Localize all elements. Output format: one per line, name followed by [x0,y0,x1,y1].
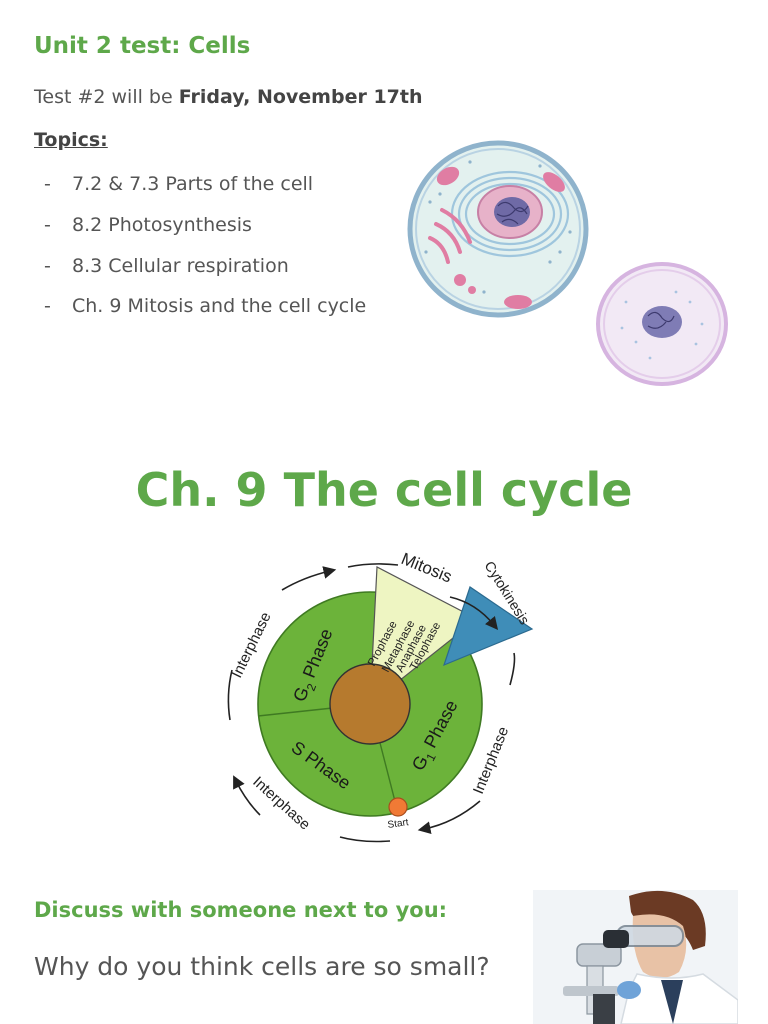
cycle-arc [347,563,399,568]
mitosis-wedge [369,566,479,706]
test-date-prefix: Test #2 will be [34,86,179,108]
start-label: Start [387,817,410,831]
cycle-arc [509,652,516,686]
scientist-microscope-photo [533,890,738,1024]
start-marker [388,797,408,817]
test-date-line: Test #2 will be Friday, November 17th [34,86,423,108]
test-date: Friday, November 17th [178,86,423,108]
cycle-arrow [281,566,337,591]
discussion-heading: Discuss with someone next to you: [34,898,448,922]
topics-heading: Topics: [34,129,108,151]
topic-label: 7.2 & 7.3 Parts of the cell [72,173,314,195]
cycle-center [329,663,411,745]
section-title: Ch. 9 The cell cycle [135,463,633,517]
topic-bullet: - [44,173,51,195]
topic-item: -Ch. 9 Mitosis and the cell cycle [44,295,366,317]
topic-label: 8.2 Photosynthesis [72,214,252,236]
topic-label: Ch. 9 Mitosis and the cell cycle [72,295,367,317]
cycle-arc [339,836,391,843]
topic-bullet: - [44,295,51,317]
topic-bullet: - [44,214,51,236]
discussion-question: Why do you think cells are so small? [34,952,490,981]
cell-cycle-diagram: Start Mitosis Cytokinesis Prophase Metap… [227,549,534,843]
topic-item: -8.2 Photosynthesis [44,214,252,236]
round-cell-illustration [596,262,728,386]
topic-bullet: - [44,255,51,277]
cycle-arc [227,669,233,721]
topic-item: -7.2 & 7.3 Parts of the cell [44,173,313,195]
cell-illustration [407,140,728,386]
cycle-arrow [417,800,481,835]
cycle-arrow [233,775,261,816]
animal-cell-illustration [407,140,589,318]
mitosis-arrow [449,596,499,630]
topic-item: -8.3 Cellular respiration [44,255,289,277]
topic-label: 8.3 Cellular respiration [72,255,289,277]
unit-title: Unit 2 test: Cells [34,33,251,59]
mitosis-label: Mitosis [399,549,455,586]
